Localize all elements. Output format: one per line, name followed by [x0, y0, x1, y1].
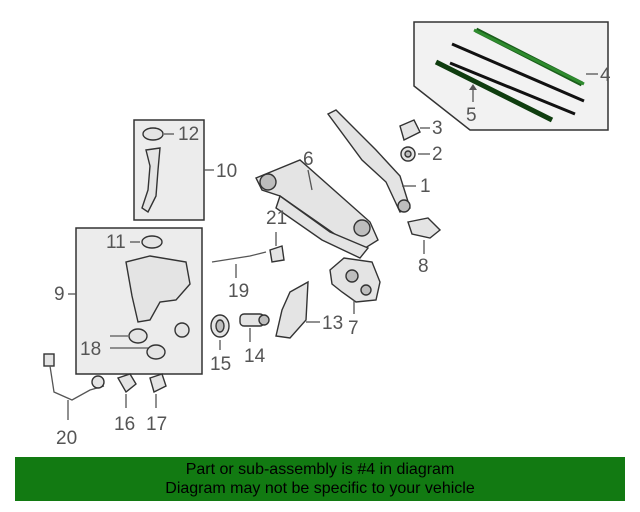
callout-14: 14 — [244, 346, 266, 367]
callout-4: 4 — [600, 65, 611, 86]
pivot-nut — [400, 146, 430, 162]
callout-10: 10 — [216, 161, 237, 182]
clip-17 — [149, 373, 167, 408]
callout-16: 16 — [114, 414, 135, 435]
mounting-bracket — [407, 217, 442, 254]
callout-2: 2 — [432, 144, 443, 165]
motor-cover — [275, 280, 320, 339]
callout-1: 1 — [420, 176, 431, 197]
washer-pump — [239, 313, 270, 342]
callout-5: 5 — [466, 105, 477, 126]
callout-7: 7 — [348, 318, 359, 339]
callout-8: 8 — [418, 256, 429, 277]
callout-9: 9 — [54, 284, 65, 305]
clip-16 — [116, 373, 137, 408]
notice-line-1: Part or sub-assembly is #4 in diagram — [185, 461, 455, 478]
callout-6: 6 — [303, 149, 314, 170]
callout-21: 21 — [266, 208, 287, 229]
wiper-blade-inset — [413, 21, 609, 131]
callout-15: 15 — [210, 354, 231, 375]
pivot-cap — [399, 119, 430, 142]
wiper-linkage — [255, 159, 379, 259]
callout-11: 11 — [106, 232, 126, 253]
notice-line-2: Diagram may not be specific to your vehi… — [165, 480, 475, 497]
wiring-harness — [43, 353, 105, 420]
callout-3: 3 — [432, 118, 443, 139]
wiper-motor — [329, 257, 381, 314]
callout-13: 13 — [322, 313, 343, 334]
notice-banner: Part or sub-assembly is #4 in diagram Di… — [15, 457, 625, 501]
wiper-arm — [326, 109, 416, 213]
washer-hose — [211, 251, 267, 278]
callout-12: 12 — [178, 124, 199, 145]
washer-nozzle — [269, 232, 285, 263]
reservoir-box — [68, 227, 203, 375]
callout-19: 19 — [228, 281, 249, 302]
callout-17: 17 — [146, 414, 167, 435]
callout-18: 18 — [80, 339, 101, 360]
pump-grommet — [210, 314, 230, 350]
filler-neck-box — [133, 119, 214, 221]
callout-20: 20 — [56, 428, 77, 449]
